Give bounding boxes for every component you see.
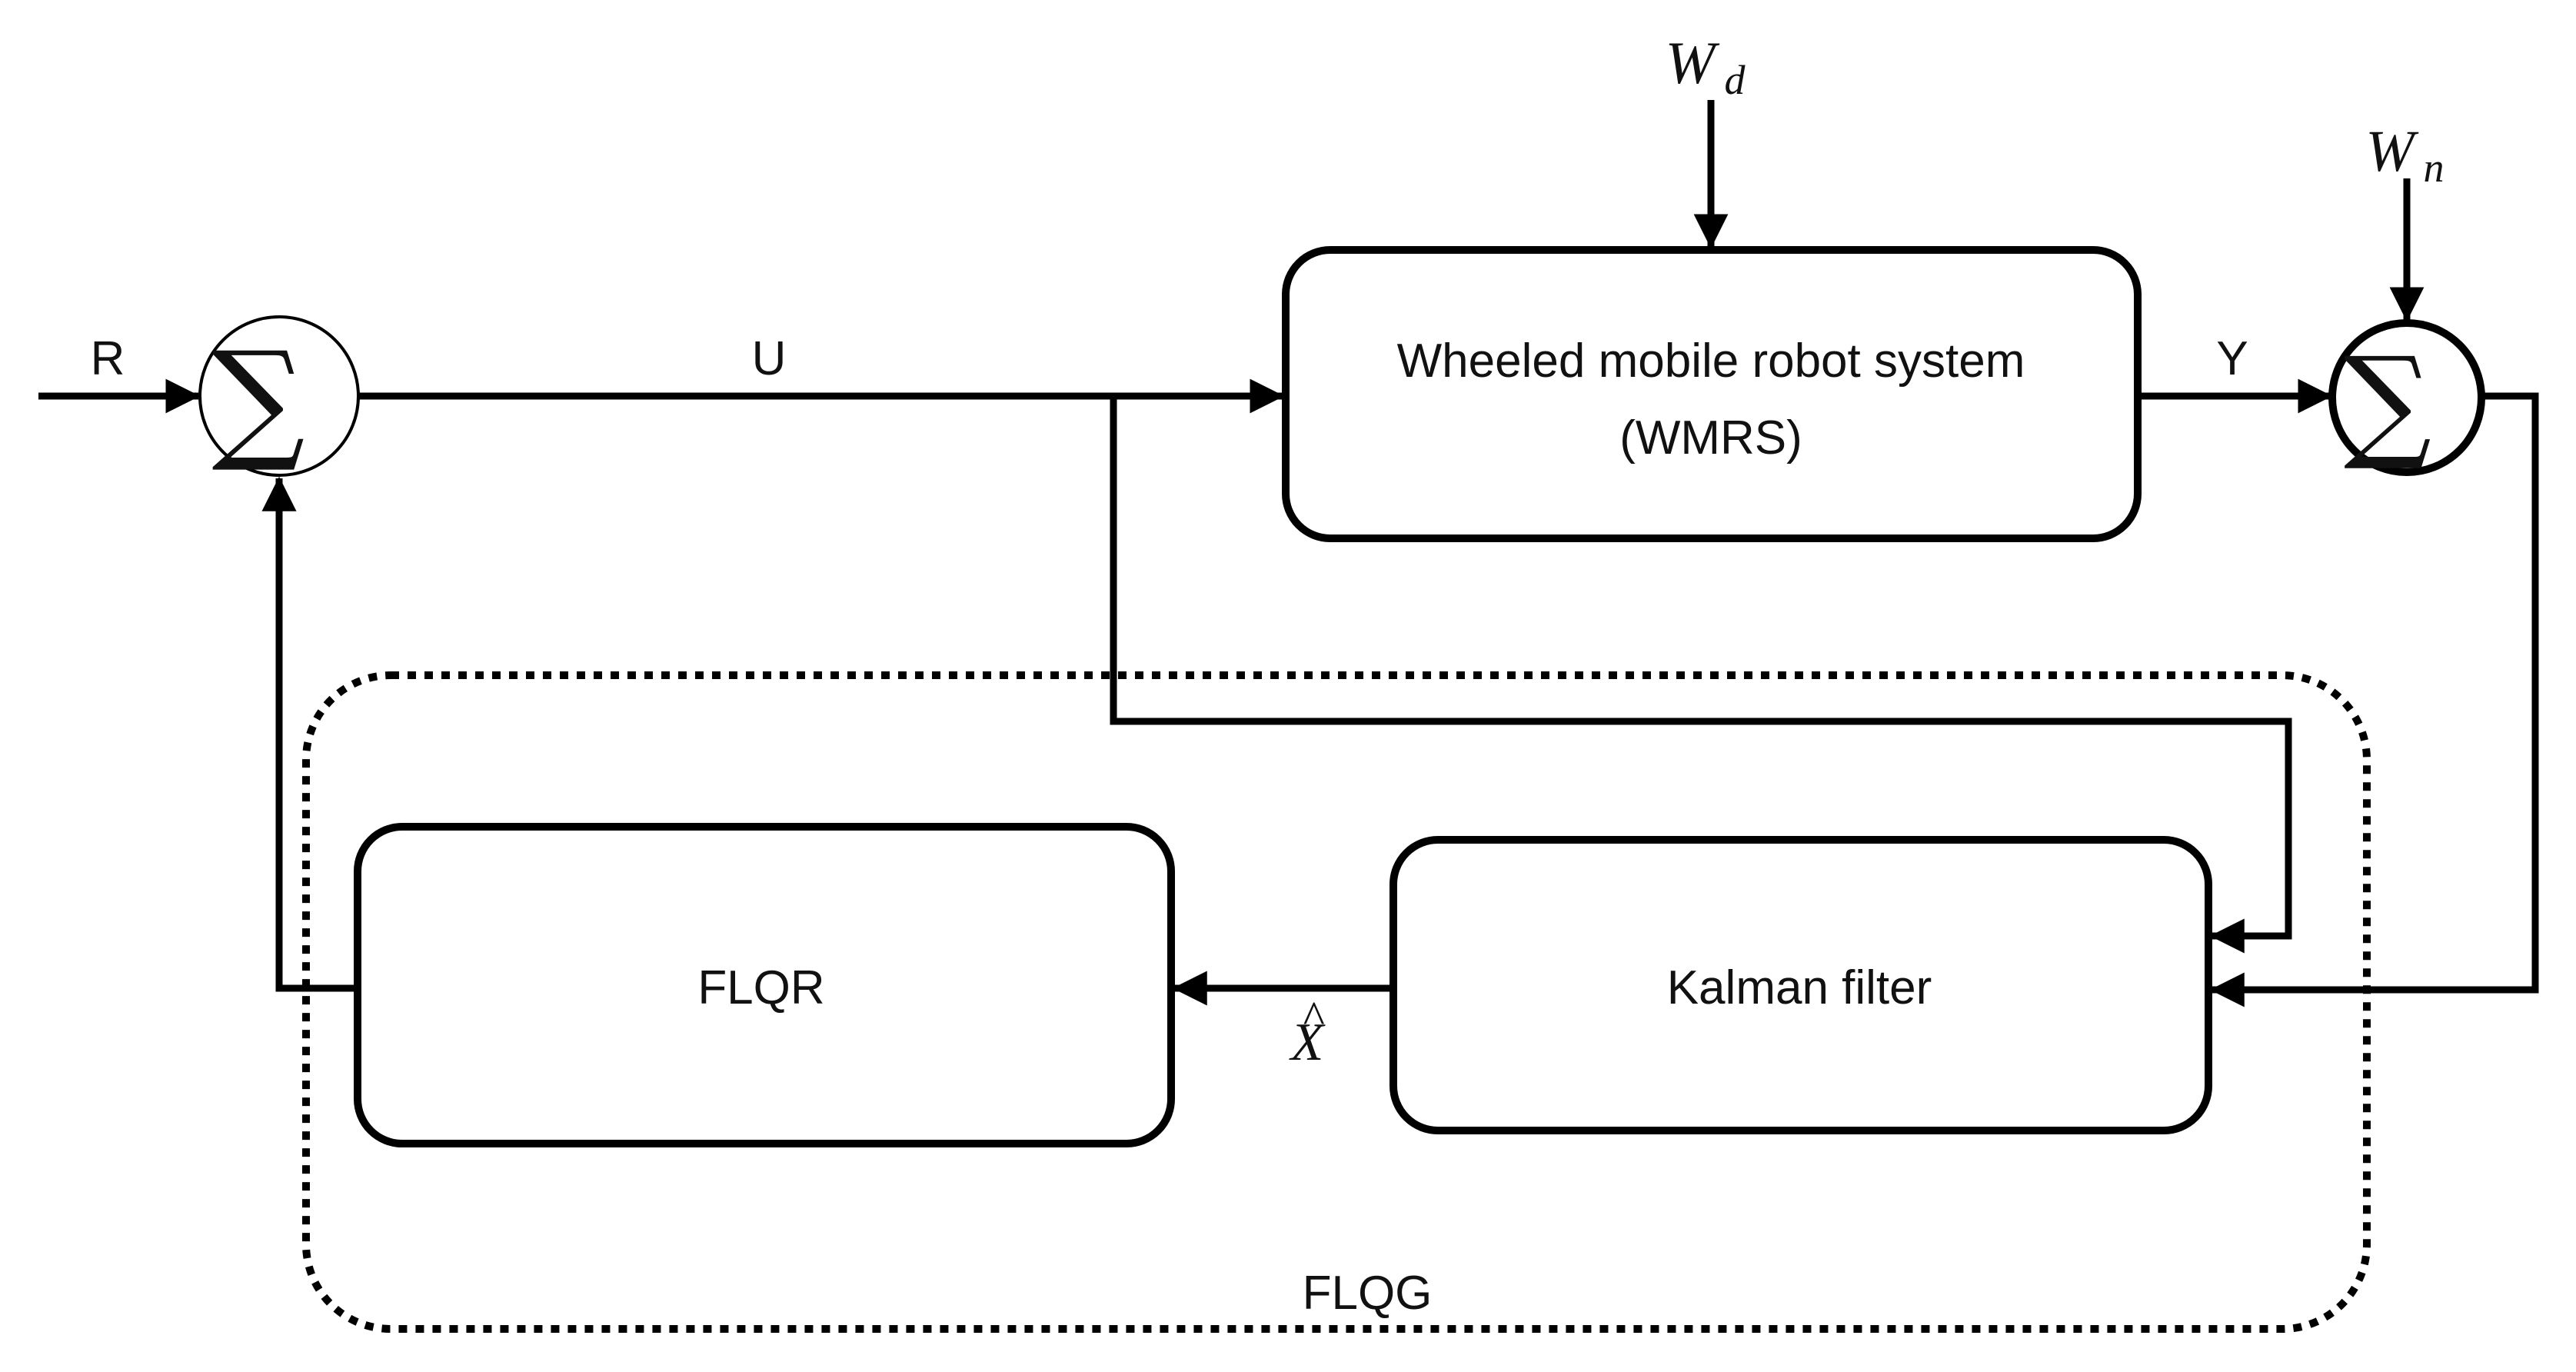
wmrs-block-label-line1: Wheeled mobile robot system — [1397, 335, 2025, 388]
disturbance-label: W d — [1666, 29, 1746, 103]
state-estimate-label-base: X — [1289, 1013, 1326, 1072]
reference-label: R — [91, 332, 125, 385]
kalman-filter-label: Kalman filter — [1667, 961, 1932, 1014]
wmrs-block-label-line2: (WMRS) — [1619, 411, 1802, 465]
noise-label-subscript: n — [2424, 145, 2445, 191]
noise-label: W n — [2365, 119, 2444, 191]
noise-label-base: W — [2365, 119, 2419, 184]
output-label: Y — [2216, 332, 2248, 385]
disturbance-label-subscript: d — [1725, 57, 1746, 103]
flqg-group-boundary — [302, 671, 2371, 1333]
control-to-kalman-path — [1110, 396, 2292, 954]
flqr-block-label: FLQR — [697, 961, 824, 1014]
disturbance-label-base: W — [1666, 29, 1720, 96]
measurement-to-kalman-path — [2209, 392, 2539, 1007]
control-label: U — [752, 332, 787, 385]
feedback-path — [261, 476, 358, 992]
input-sigma-symbol: ∑ — [211, 324, 305, 476]
output-sigma-symbol: ∑ — [2344, 330, 2431, 474]
flqg-group-label: FLQG — [1303, 1267, 1433, 1320]
state-estimate-label: X ^ — [1289, 992, 1326, 1072]
wmrs-block — [1282, 246, 2142, 542]
state-estimate-label-hat: ^ — [1302, 992, 1324, 1043]
